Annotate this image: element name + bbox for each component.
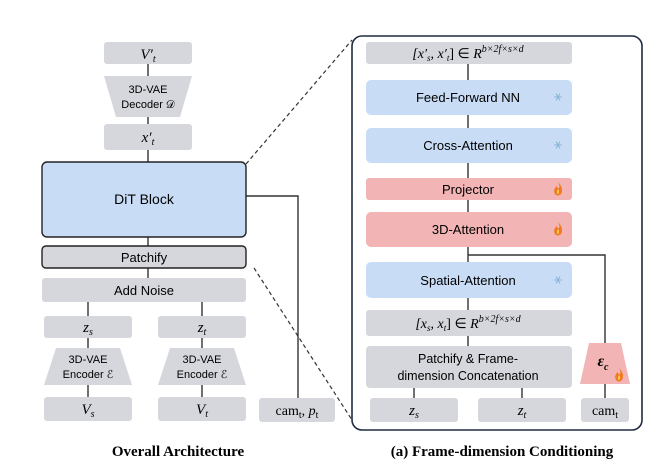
snowflake-icon xyxy=(554,141,562,149)
v-prime-t-label: V′t xyxy=(140,47,155,65)
right-caption: (a) Frame-dimension Conditioning xyxy=(391,444,614,460)
add-noise-box xyxy=(42,278,246,302)
frame-dimension-conditioning: [x′s, x′t] ∈ Rb×2f×s×d Feed-Forward NN C… xyxy=(351,35,643,460)
fire-icon xyxy=(554,222,562,236)
spatial-attention-box xyxy=(366,262,572,298)
snowflake-icon xyxy=(554,276,562,284)
encoder-s-trapezoid xyxy=(44,348,132,385)
dit-block xyxy=(41,161,247,238)
cam-p-label: camt, pt xyxy=(276,404,319,421)
cross-attention-box xyxy=(366,128,572,163)
projector-label: Projector xyxy=(442,182,495,197)
right-cam-t-box xyxy=(581,398,629,422)
decoder-trapezoid xyxy=(104,76,192,117)
add-noise-label: Add Noise xyxy=(114,283,174,298)
3d-attention-label: 3D-Attention xyxy=(432,222,504,237)
encoder-t-label-1: 3D-VAE xyxy=(183,354,222,366)
dit-block-label: DiT Block xyxy=(114,191,175,207)
right-z-s-label: zs xyxy=(408,403,419,421)
ffn-label: Feed-Forward NN xyxy=(416,90,520,105)
z-t-box xyxy=(158,316,246,338)
overall-architecture: V′t 3D-VAE Decoder 𝒟 x′t DiT Block Patch… xyxy=(41,42,335,460)
v-t-label: Vt xyxy=(196,402,208,420)
v-prime-t-box xyxy=(104,42,192,64)
encoder-s-label-2: Encoder ℰ xyxy=(63,369,114,381)
ffn-box xyxy=(366,80,572,115)
3d-attention-box xyxy=(366,212,572,247)
patchify-box xyxy=(41,245,247,269)
output-tensor-box xyxy=(366,42,572,64)
patchify-concat-label-2: dimension Concatenation xyxy=(397,369,538,383)
x-prime-t-box xyxy=(104,124,192,150)
v-s-box xyxy=(44,397,132,421)
z-t-label: zt xyxy=(197,320,207,338)
z-s-box xyxy=(44,316,132,338)
patchify-concat-box xyxy=(366,346,572,388)
camera-encoder-label: εc xyxy=(597,353,609,373)
input-tensor-box xyxy=(366,310,572,336)
decoder-label-2: Decoder 𝒟 xyxy=(121,99,175,111)
cross-attention-label: Cross-Attention xyxy=(423,138,513,153)
snowflake-icon xyxy=(554,93,562,101)
z-s-label: zs xyxy=(82,320,93,338)
patchify-concat-label-1: Patchify & Frame- xyxy=(418,352,518,366)
right-z-t-label: zt xyxy=(517,403,527,421)
cam-p-box xyxy=(259,398,335,422)
decoder-label-1: 3D-VAE xyxy=(129,84,168,96)
right-cam-t-label: camt xyxy=(592,404,618,421)
fire-icon xyxy=(554,182,562,196)
left-caption: Overall Architecture xyxy=(112,444,245,460)
right-connectors xyxy=(413,64,606,398)
x-prime-t-label: x′t xyxy=(141,130,155,148)
right-z-s-box xyxy=(370,398,458,422)
right-z-t-box xyxy=(478,398,566,422)
encoder-t-trapezoid xyxy=(158,348,246,385)
encoder-s-label-1: 3D-VAE xyxy=(69,354,108,366)
spatial-attention-label: Spatial-Attention xyxy=(420,273,515,288)
left-connectors xyxy=(87,64,299,398)
encoder-t-label-2: Encoder ℰ xyxy=(177,369,228,381)
fire-icon xyxy=(615,368,623,382)
projector-box xyxy=(366,178,572,200)
v-t-box xyxy=(158,397,246,421)
patchify-label: Patchify xyxy=(121,250,168,265)
zoom-connectors xyxy=(245,39,353,421)
